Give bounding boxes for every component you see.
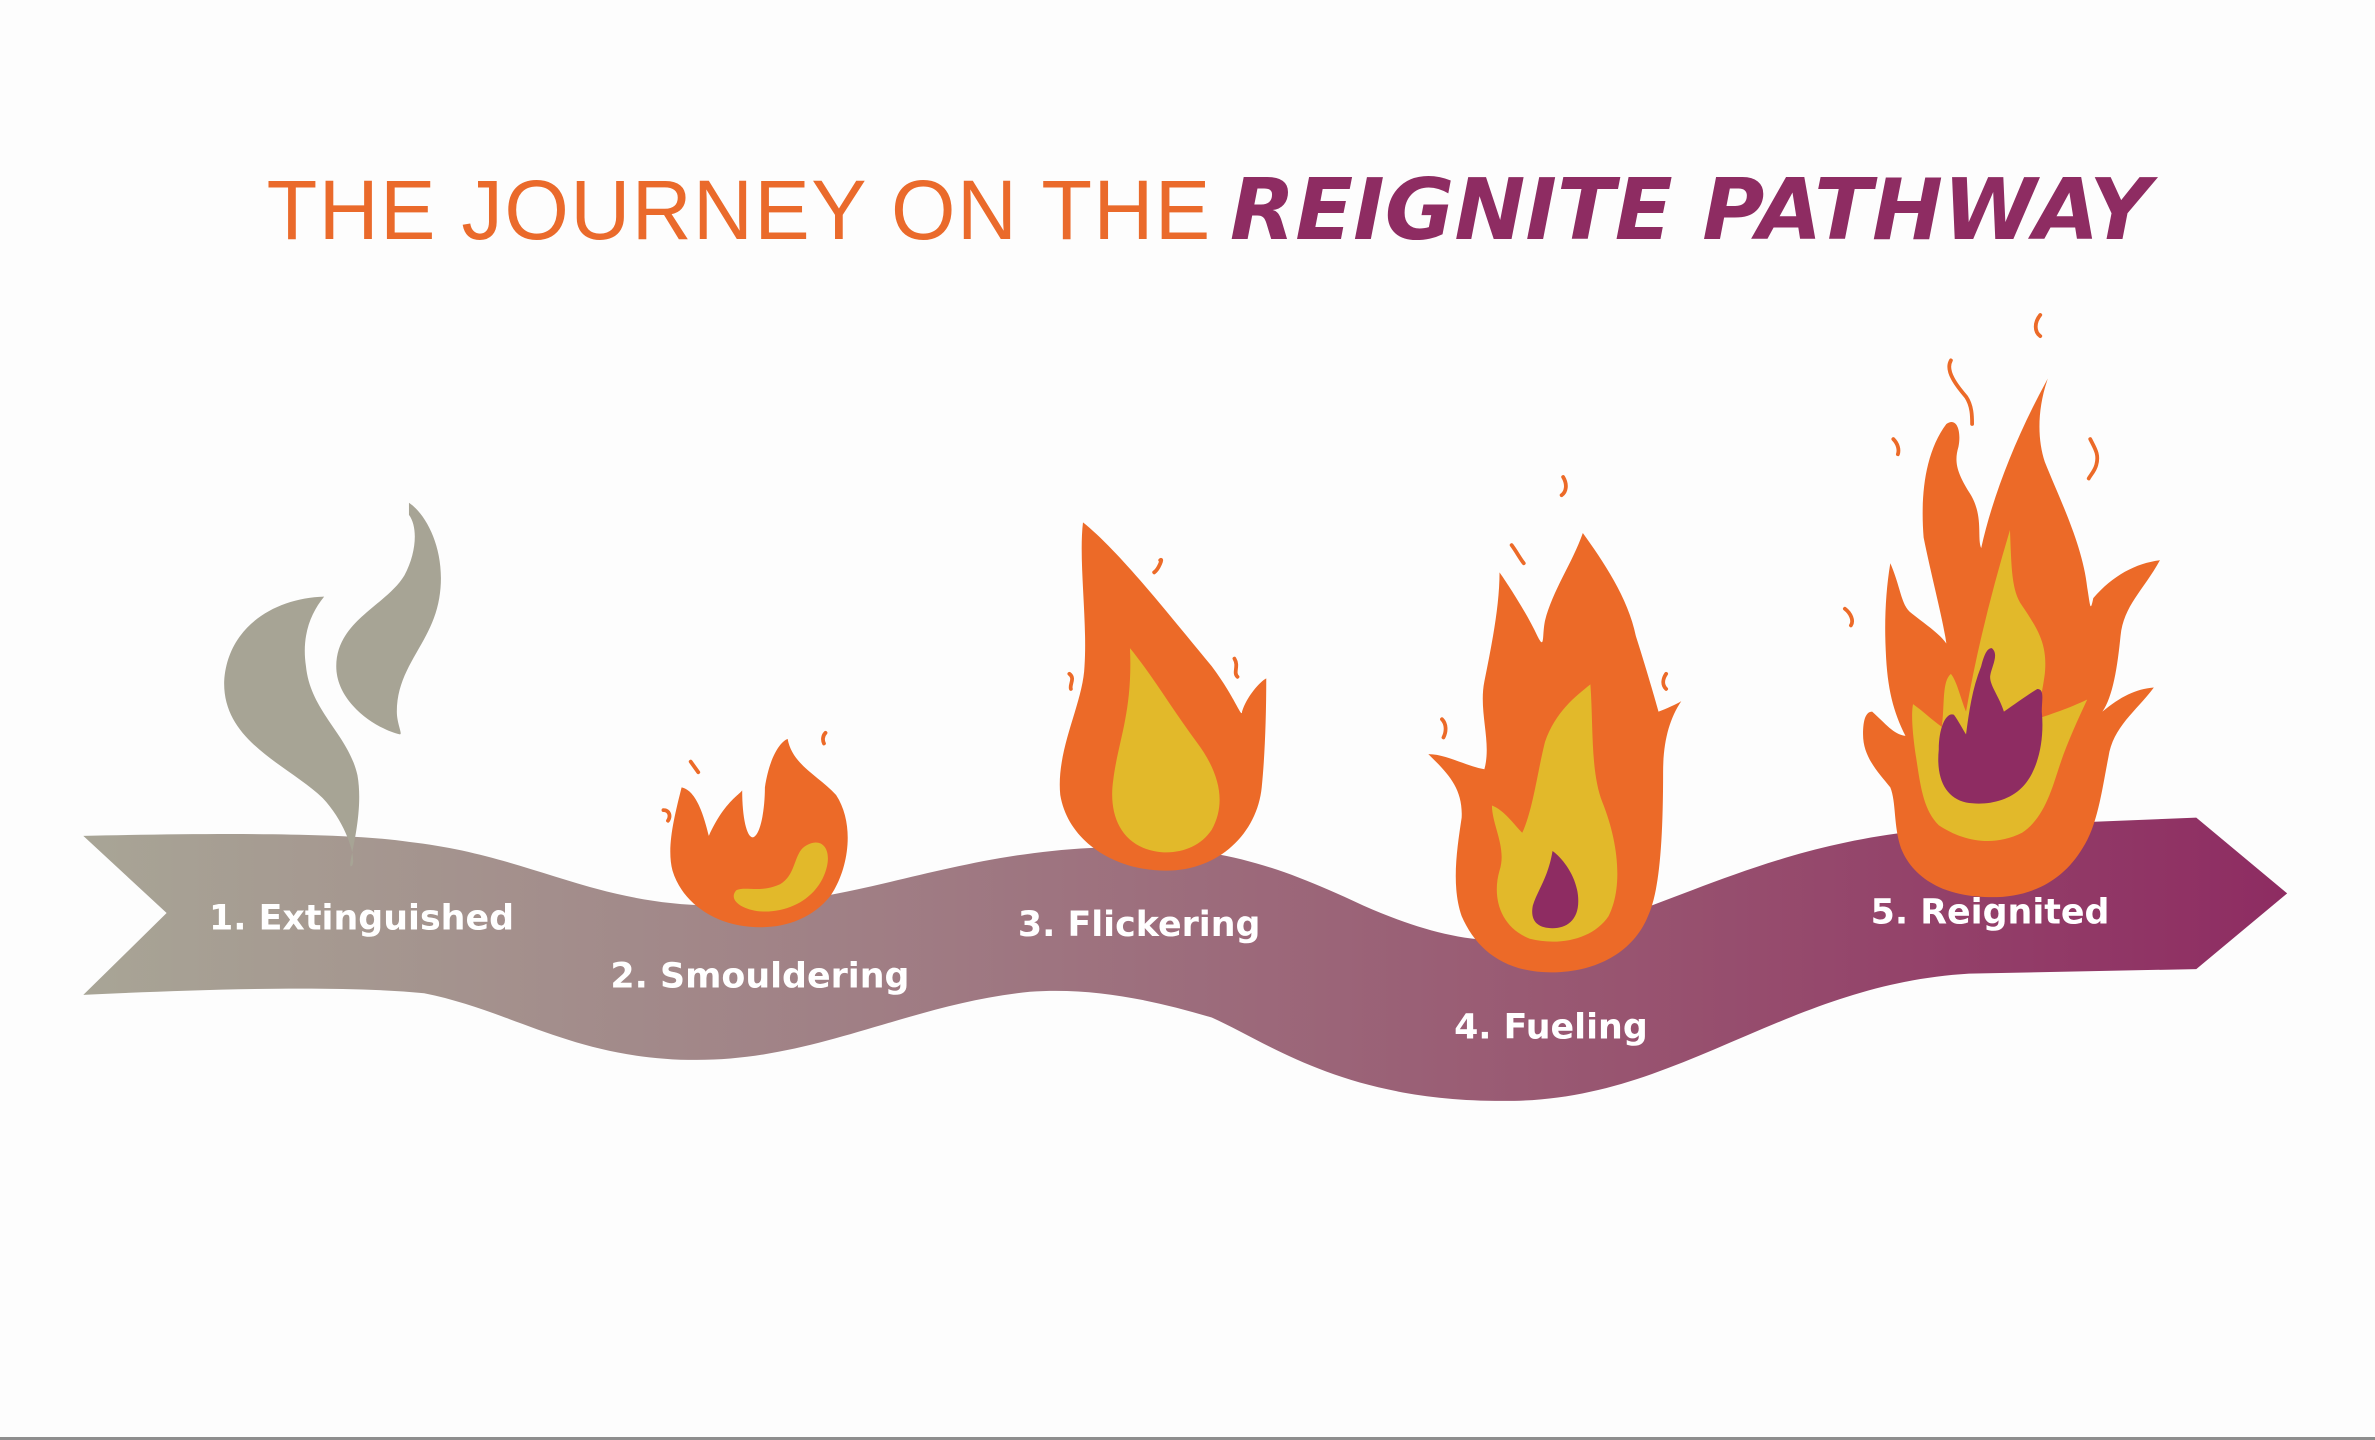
step-label-smouldering: 2. Smouldering	[610, 956, 909, 996]
blazing-fire-icon	[1842, 313, 2160, 898]
step-label-flickering: 3. Flickering	[1018, 905, 1261, 945]
pathway-ribbon	[83, 817, 2288, 1101]
smoke-icon	[224, 502, 441, 867]
step-label-fueling: 4. Fueling	[1454, 1008, 1648, 1048]
title-highlight: REIGNITE PATHWAY	[1230, 160, 2159, 259]
bottom-divider	[0, 1437, 2375, 1440]
step-label-reignited: 5. Reignited	[1871, 893, 2110, 933]
page-title: THE JOURNEY ON THE REIGNITE PATHWAY	[267, 160, 2159, 259]
step-label-extinguished: 1. Extinguished	[209, 899, 514, 939]
small-flame-icon	[661, 730, 848, 928]
growing-flame-icon	[1428, 475, 1682, 973]
flame-icon	[1059, 522, 1267, 871]
title-prefix: THE JOURNEY ON THE	[267, 162, 1212, 257]
